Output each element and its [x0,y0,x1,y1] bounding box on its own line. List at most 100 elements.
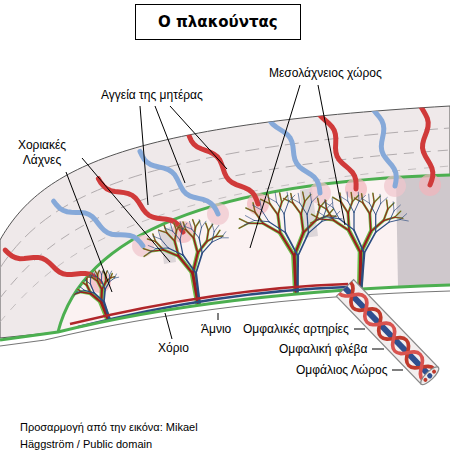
villus-outline [194,238,198,253]
villus-artery [153,234,156,242]
villus-artery [318,198,320,207]
villus-outline [303,192,305,202]
villus-outline [98,271,100,275]
villus-outline [388,203,394,209]
villus-outline [278,215,280,234]
villus-artery [249,223,264,224]
villus-outline [208,224,212,230]
leader-line [66,172,112,292]
villus-vein [393,202,395,211]
part-label: Άμνιο [200,322,232,337]
villus-vein [94,293,104,302]
villus-outline [249,222,264,225]
villus-artery [326,200,327,209]
villus-vein [104,289,105,302]
villus-vein [196,253,202,273]
villus-vein [99,270,101,274]
villus-artery [92,277,98,281]
villus-artery [305,195,311,202]
villus-artery [388,203,394,209]
villus-vein [325,202,333,207]
villus-vein [354,201,359,212]
villus-vein [368,194,370,203]
part-label: Ομφαλική φλέβα [278,342,368,357]
leader-line [318,85,345,225]
villus-artery [81,282,87,286]
villus-vein [94,272,96,276]
maternal-vessels [5,85,441,293]
villus-vein [275,193,276,203]
villus-vein [96,277,101,281]
villus-outline [301,214,303,233]
villus-vein [245,216,254,221]
villus-outline [167,233,175,241]
villus-vein [85,280,90,284]
villus-artery [303,192,305,202]
villus-vein [394,205,400,211]
villus-artery [216,230,220,236]
part-label: Χόριο [157,341,190,356]
maternal-artery [98,179,183,232]
villus-outline [303,220,316,232]
leader-line [165,313,172,339]
villus-vein [212,238,221,242]
part-label: Χοριακές Λάχνες [4,138,80,168]
villus-artery [207,231,209,242]
villus-vein [109,275,110,282]
villus-vein [184,226,192,229]
villus-vein [262,210,269,222]
villus-vein [79,286,84,290]
villus-vein [287,192,289,202]
villus-artery [318,205,326,210]
villus-artery [194,238,198,253]
villus-vein [318,212,326,217]
villus-vein [101,274,102,281]
villus-artery [79,277,82,281]
villus-vein [381,198,388,204]
part-label: Αγγεία της μητέρας [100,88,204,103]
cord-vein-end [426,372,433,379]
villus-vein [190,221,192,229]
villus-vein [361,198,369,203]
villus-artery [164,250,179,256]
villus-vein [347,192,349,201]
villus-artery [111,277,115,278]
maternal-vein [140,151,218,214]
villus-vein [202,221,207,227]
villus-artery [193,220,196,228]
villus-vein [168,248,183,255]
villus-artery [73,284,76,288]
villus-artery [384,217,395,220]
villus-artery [301,214,303,233]
villus-outline [395,211,401,217]
maternal-artery [5,250,100,282]
villus-vein [400,214,406,220]
villus-outline [186,230,194,238]
villus-vein [389,220,400,223]
villus-outline [270,204,278,215]
villus-artery [363,203,370,214]
villus-vein [110,271,112,275]
villus-vein [73,291,78,293]
villus-outline [371,221,384,232]
villus-vein [284,202,289,214]
villus-vein [358,192,360,201]
villus-vein [199,220,201,228]
villus-artery [95,271,98,275]
villus-vein [90,278,91,285]
villus-artery [167,233,175,241]
villus-artery [87,285,91,293]
villus-vein [173,231,180,240]
villus-artery [71,294,75,298]
villus-outline [239,219,248,223]
villus-vein [376,203,381,214]
villus-outline [98,281,102,289]
villus-vein [115,277,119,279]
villus-vein [354,230,364,253]
villus-vein [77,282,79,286]
villus-vein [339,219,354,230]
villus-vein [326,217,340,219]
villus-vein [291,198,300,203]
villus-vein [153,236,161,239]
leader-line [372,349,384,350]
